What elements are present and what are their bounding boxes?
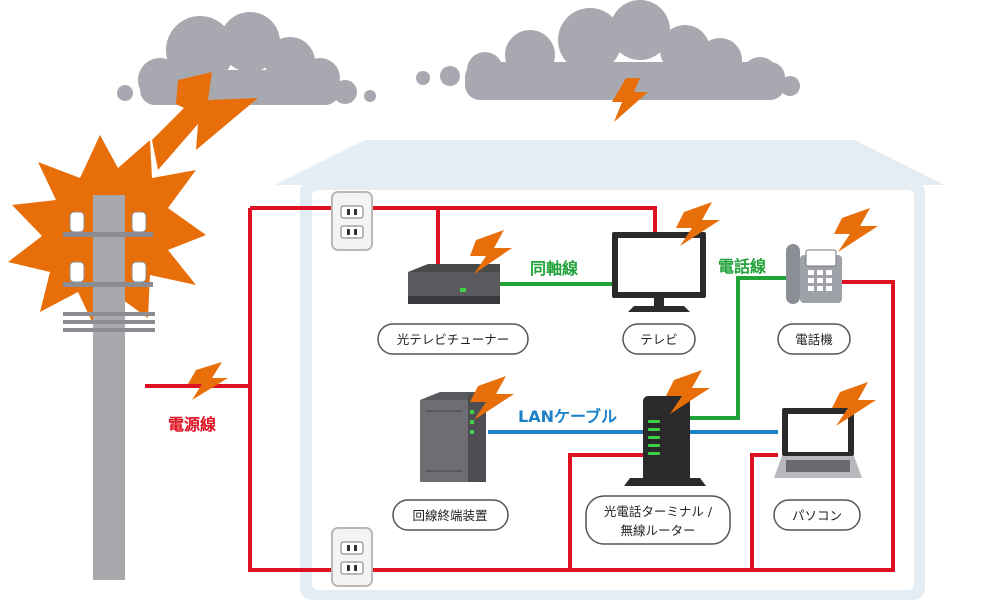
lightning-icon-power-line	[188, 362, 228, 400]
lightning-icon-telephone	[834, 208, 878, 252]
power-line-label: 電源線	[168, 415, 216, 434]
phone-line-label: 電話線	[718, 257, 766, 276]
telephone-label: 電話機	[795, 332, 833, 347]
outlet-bottom	[331, 527, 373, 587]
router-device	[624, 396, 706, 486]
lightning-bolt-main	[152, 72, 258, 170]
outlet-top	[331, 191, 373, 251]
lightning-icon-tv-tuner	[470, 230, 512, 274]
pc-label: パソコン	[792, 508, 842, 523]
router-label-line2: 無線ルーター	[620, 523, 695, 538]
tv-device	[612, 232, 706, 312]
label-telephone: 電話機	[777, 323, 851, 355]
lan-label: LANケーブル	[518, 407, 617, 426]
lightning-icon-router	[666, 370, 710, 414]
power-lines	[145, 206, 895, 572]
tv-tuner-device	[408, 264, 500, 304]
lightning-icon-laptop	[832, 382, 876, 426]
tv-label: テレビ	[640, 332, 678, 347]
line-terminal-label: 回線終端装置	[412, 508, 487, 523]
cloud-right	[416, 0, 800, 100]
telephone-device	[786, 244, 842, 304]
utility-pole	[63, 195, 155, 580]
cloud-left	[117, 12, 376, 105]
tv-tuner-label: 光テレビチューナー	[397, 332, 510, 347]
lightning-bolt-cloud	[612, 78, 648, 122]
label-tv-tuner: 光テレビチューナー	[377, 323, 529, 355]
router-label-line1: 光電話ターミナル /	[604, 504, 713, 519]
label-pc: パソコン	[773, 499, 861, 531]
label-tv: テレビ	[622, 323, 696, 355]
lightning-icon-tv	[676, 202, 720, 246]
green-lines	[500, 276, 788, 420]
laptop-device	[774, 408, 862, 478]
lightning-icon-line-terminal	[470, 376, 514, 420]
line-terminal-device	[420, 392, 486, 482]
label-line-terminal: 回線終端装置	[392, 499, 509, 531]
coax-label: 同軸線	[530, 259, 578, 278]
label-router: 光電話ターミナル / 無線ルーター	[585, 495, 731, 545]
